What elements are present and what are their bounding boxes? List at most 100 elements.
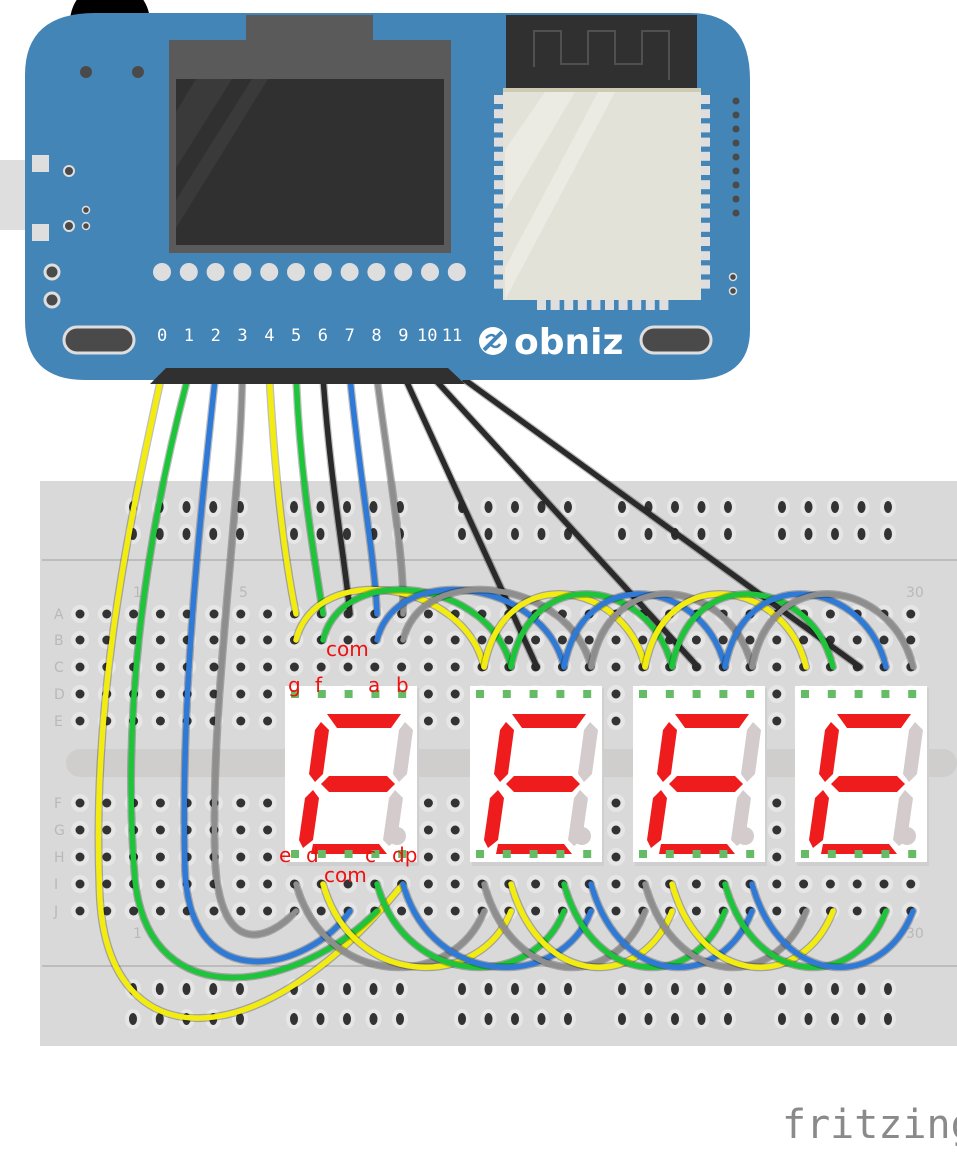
rail-hole [290, 528, 298, 540]
rail-hole [644, 1013, 653, 1025]
breadboard-hole [611, 825, 621, 835]
rail-hole [290, 1013, 298, 1025]
breadboard-hole [879, 635, 889, 645]
wire-io-10 [427, 371, 701, 670]
display-pin-top [801, 690, 809, 698]
breadboard-hole [236, 798, 246, 808]
segment-f [657, 722, 677, 782]
breadboard-hole [423, 906, 433, 916]
side-header-dot [732, 139, 740, 147]
column-number-1: 1 [133, 585, 142, 601]
display-pin-top [665, 690, 674, 698]
breadboard-hole [772, 825, 782, 835]
side-header-dot [732, 209, 740, 217]
breadboard-hole [879, 879, 889, 889]
esp-pin-bottom [632, 300, 642, 310]
display-pin-top [881, 690, 890, 698]
jumper-bottom [374, 881, 567, 970]
rail-hole [155, 983, 164, 995]
io-button-dot [367, 263, 386, 281]
rail-hole [697, 528, 706, 540]
rail-hole [831, 528, 839, 540]
row-label: E [54, 714, 63, 730]
breadboard-hole [263, 609, 273, 619]
rail-hole [343, 1013, 351, 1025]
esp-pin-bottom [659, 300, 669, 310]
jumper-bottom [400, 881, 594, 970]
esp-pin-left [494, 222, 504, 232]
rail-hole [537, 501, 546, 513]
breadboard-hole [102, 879, 112, 889]
display-pin-bottom [908, 850, 917, 858]
breadboard-hole [799, 635, 809, 645]
wire-io-0 [95, 371, 406, 1021]
rail-hole [290, 501, 298, 513]
display-pin-bottom [746, 850, 755, 858]
mount-slot-left [62, 325, 136, 355]
esp-pin-bottom [577, 300, 587, 310]
seven-segment-digit-3 [633, 686, 767, 866]
display-pin-bottom [692, 850, 701, 858]
breadboard-hole [450, 798, 460, 808]
breadboard-hole [263, 798, 273, 808]
breadboard-hole [182, 609, 192, 619]
rail-hole [537, 1013, 546, 1025]
esp-pin-left [494, 180, 504, 190]
wire-io-2 [181, 371, 353, 965]
breadboard-hole [611, 852, 621, 862]
rail-hole [396, 1013, 404, 1025]
esp-pin-right [700, 279, 710, 289]
breadboard-hole [236, 609, 246, 619]
rail-hole [396, 983, 404, 995]
breadboard-hole [102, 825, 112, 835]
rail-hole [369, 501, 378, 513]
breadboard-hole [289, 662, 299, 672]
esp-pin-left [494, 123, 504, 133]
rail-hole [511, 501, 519, 513]
seven-segment-digit-4 [795, 686, 929, 866]
breadboard-hole [155, 879, 165, 889]
rail-hole [236, 983, 244, 995]
rail-hole [724, 1013, 732, 1025]
io-button-dot [340, 263, 359, 281]
breadboard-hole [611, 879, 621, 889]
breadboard-hole [155, 798, 165, 808]
pin-label-dp: dp [392, 843, 417, 867]
breadboard-hole [691, 635, 701, 645]
jumper-bottom [508, 881, 675, 970]
rail-hole [343, 983, 351, 995]
breadboard-hole [423, 689, 433, 699]
row-label: A [54, 607, 64, 623]
rail-hole [182, 501, 191, 513]
esp-pin-left [494, 151, 504, 161]
display-pin-bottom [556, 850, 565, 858]
breadboard-hole [75, 825, 85, 835]
io-pin-label-11: 11 [442, 326, 462, 346]
rail-hole [564, 1013, 572, 1025]
breadboard-hole [450, 879, 460, 889]
breadboard-hole [423, 879, 433, 889]
segment-dp [388, 827, 406, 845]
rail-hole [697, 1013, 706, 1025]
rail-hole [182, 528, 191, 540]
esp-pin-bottom [537, 300, 546, 310]
display-pin-top [398, 690, 407, 698]
esp-pin-right [700, 237, 710, 246]
display-pin-top [827, 690, 836, 698]
rail-hole [458, 528, 466, 540]
esp-pin-right [700, 208, 710, 218]
breadboard-hole [316, 906, 326, 916]
esp-pin-right [700, 137, 710, 147]
breadboard-hole [477, 635, 487, 645]
breadboard-hole [450, 635, 460, 645]
io-button-dot [233, 263, 252, 281]
breadboard-hole [316, 662, 326, 672]
breadboard-hole [450, 716, 460, 726]
rail-hole [884, 528, 892, 540]
row-label: C [54, 660, 64, 676]
io-pin-label-1: 1 [184, 326, 194, 346]
rail-hole [831, 501, 839, 513]
wire-io-1 [128, 371, 380, 981]
io-pin-label-10: 10 [417, 326, 437, 346]
